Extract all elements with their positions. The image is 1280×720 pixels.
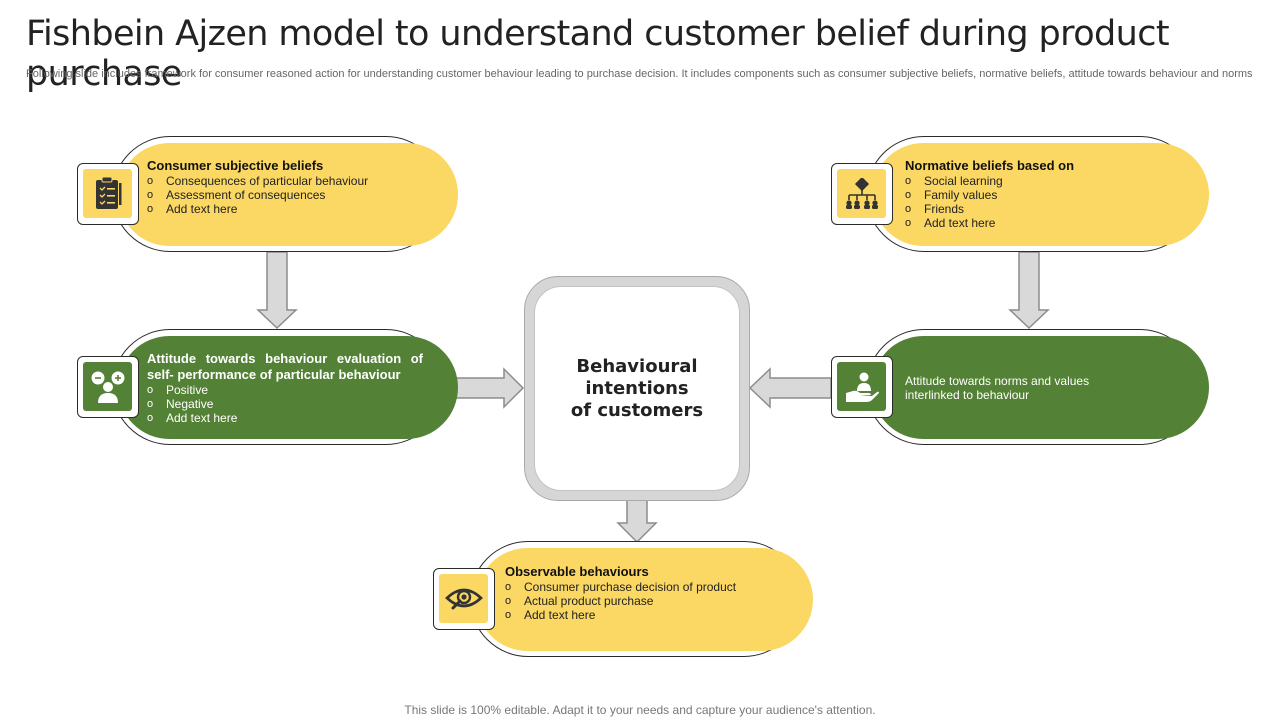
center-label-line: Behavioural [576,355,698,377]
clipboard-checklist-icon [95,176,121,209]
list-item: Negative [147,397,423,411]
observable-behaviours-text: Observable behaviours Consumer purchase … [505,564,795,622]
arrow-down-right [1008,251,1050,330]
observable-behaviours-heading: Observable behaviours [505,564,649,579]
hand-person-icon [845,372,879,402]
center-label-line: intentions [585,377,689,399]
attitude-norms-icon-box [831,356,893,418]
behavioural-intentions-label: Behavioural intentions of customers [571,356,703,422]
person-feedback-icon [91,371,124,403]
subjective-beliefs-heading: Consumer subjective beliefs [147,158,324,173]
eye-search-icon [444,588,483,609]
footer-note: This slide is 100% editable. Adapt it to… [404,703,876,717]
subjective-beliefs-icon-box [77,163,139,225]
attitude-behaviour-icon-box [77,356,139,418]
normative-beliefs-heading: Normative beliefs based on [905,158,1075,173]
attitude-norms-label: Attitude towards norms and values interl… [905,374,1090,402]
normative-beliefs-text: Normative beliefs based on Social learni… [905,158,1195,230]
attitude-norms-pill [872,336,1209,439]
list-item: Friends [905,202,1195,216]
observable-behaviours-icon-box [433,568,495,630]
list-item: Positive [147,383,423,397]
center-label-line: of customers [570,399,704,421]
attitude-behaviour-text: Attitude towards behaviour evaluation of… [147,351,423,425]
arrow-left-to-center [748,367,832,409]
list-item: Add text here [147,411,423,425]
page-title: Fishbein Ajzen model to understand custo… [26,14,1170,94]
list-item: Social learning [905,174,1195,188]
list-item: Add text here [147,202,437,216]
arrow-down-center [616,499,658,544]
arrow-down-left [256,251,298,330]
attitude-norms-text: Attitude towards norms and values interl… [905,374,1105,402]
list-item: Add text here [505,608,795,622]
subjective-beliefs-text: Consumer subjective beliefs Consequences… [147,158,437,216]
behavioural-intentions-inner: Behavioural intentions of customers [534,286,740,491]
list-item: Consequences of particular behaviour [147,174,437,188]
normative-beliefs-icon-box [831,163,893,225]
hierarchy-icon [845,177,878,209]
behavioural-intentions-box: Behavioural intentions of customers [524,276,750,501]
list-item: Actual product purchase [505,594,795,608]
list-item: Add text here [905,216,1195,230]
list-item: Assessment of consequences [147,188,437,202]
list-item: Consumer purchase decision of product [505,580,795,594]
attitude-behaviour-heading: Attitude towards behaviour evaluation of… [147,351,423,382]
list-item: Family values [905,188,1195,202]
page-subtitle: Following slide includes framework for c… [26,68,1253,80]
arrow-right-to-center [455,367,525,409]
